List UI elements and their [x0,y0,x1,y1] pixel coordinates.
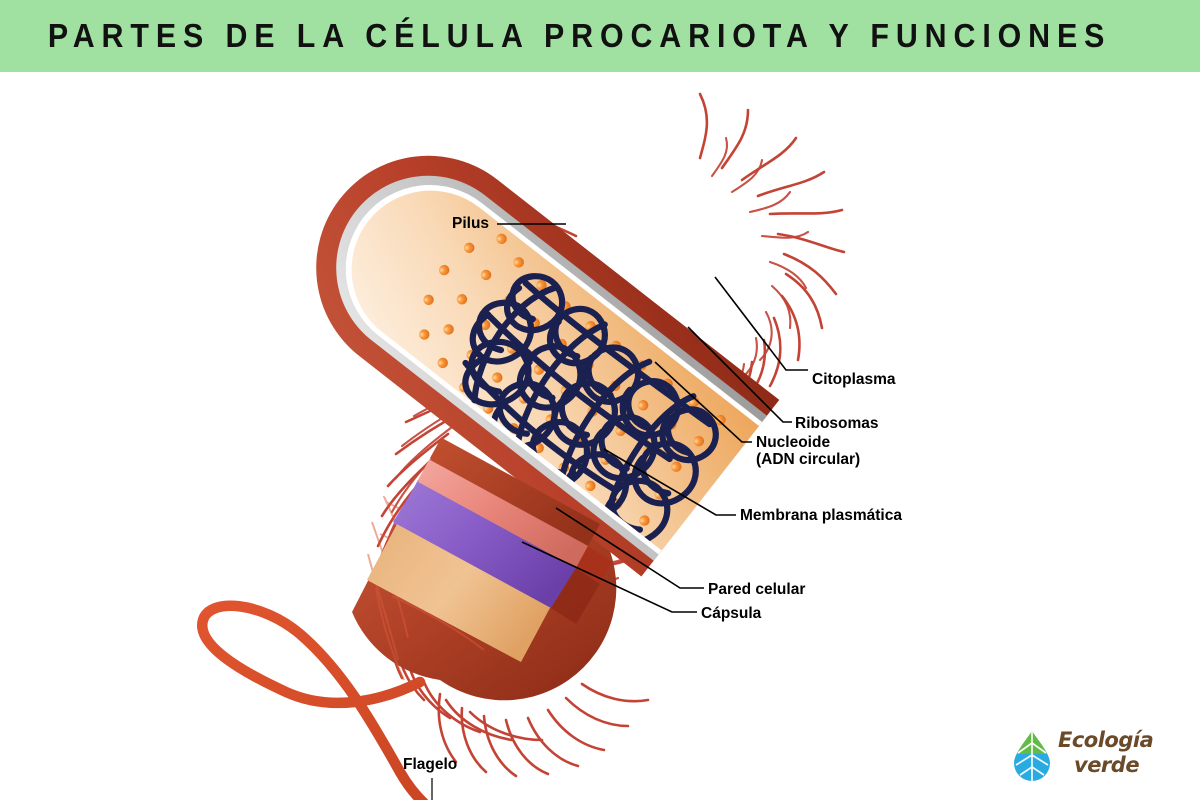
page-title: PARTES DE LA CÉLULA PROCARIOTA Y FUNCION… [47,17,1112,54]
label-nucleoide-line2: (ADN circular) [756,451,861,469]
label-pared-celular: Pared celular [708,581,806,598]
logo-word-ecologia: Ecología [1058,728,1154,752]
label-nucleoide-line1: Nucleoide [756,434,831,451]
leader-ribosomas [687,326,792,423]
leaf-droplet-icon [1012,729,1052,786]
leader-membrana [603,448,736,516]
cell-diagram: Pilus Citoplasma Ribosomas Nucleoide (AD… [0,72,1200,800]
leader-capsula [521,541,697,613]
leader-citoplasma [714,276,808,371]
label-ribosomas: Ribosomas [795,415,879,432]
logo-wordmark: Ecología verde [1058,728,1182,782]
header-bar: PARTES DE LA CÉLULA PROCARIOTA Y FUNCION… [0,0,1200,72]
flagellum [197,600,429,800]
ecologia-verde-logo[interactable]: Ecología verde [1012,727,1182,785]
label-capsula: Cápsula [701,605,762,622]
label-flagelo: Flagelo [403,756,458,773]
label-nucleoide: Nucleoide (ADN circular) [756,434,860,469]
cut-inner-shadow [551,546,612,624]
leader-lines [497,223,808,613]
label-membrana-plasmatica: Membrana plasmática [740,507,902,524]
label-citoplasma: Citoplasma [812,371,896,388]
label-pilus: Pilus [452,215,490,232]
leader-pared [555,507,704,589]
leader-nucleoide [654,361,752,443]
cut-bands [393,438,600,608]
cytoplasm-interior [419,233,726,546]
logo-word-verde: verde [1074,753,1140,777]
